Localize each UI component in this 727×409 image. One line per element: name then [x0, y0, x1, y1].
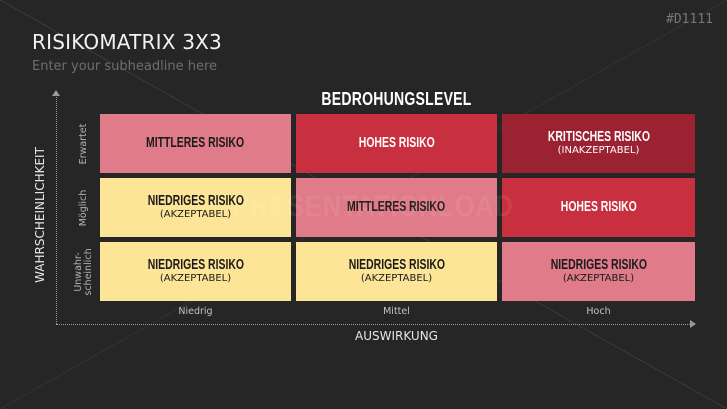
page-title: RISIKOMATRIX 3X3	[32, 30, 222, 54]
x-axis	[56, 324, 690, 325]
cell-sublabel: (AKZEPTABEL)	[562, 273, 635, 284]
subtitle: Enter your subheadline here	[32, 59, 217, 74]
cell-label: HOHES RISIKO	[358, 135, 435, 151]
x-axis-title: AUSWIRKUNG	[355, 329, 438, 343]
cell-moeglich-niedrig: NIEDRIGES RISIKO (AKZEPTABEL)	[100, 178, 291, 237]
col-label-hoch: Hoch	[586, 306, 611, 317]
row-label-line: Möglich	[78, 189, 89, 227]
cell-label: NIEDRIGES RISIKO	[147, 257, 244, 273]
cell-label: MITTLERES RISIKO	[146, 135, 245, 151]
row-label-moeglich: Möglich	[78, 178, 89, 238]
cell-moeglich-hoch: HOHES RISIKO	[502, 178, 695, 237]
cell-sublabel: (INAKZEPTABEL)	[557, 145, 640, 156]
cell-erwartet-hoch: KRITISCHES RISIKO (INAKZEPTABEL)	[502, 114, 695, 173]
row-label-line: Erwartet	[78, 123, 89, 165]
cell-label: HOHES RISIKO	[560, 199, 637, 215]
cell-label: KRITISCHES RISIKO	[547, 129, 650, 145]
y-axis	[56, 94, 57, 324]
cell-unwahrscheinlich-mittel: NIEDRIGES RISIKO (AKZEPTABEL)	[296, 242, 497, 301]
cell-erwartet-niedrig: MITTLERES RISIKO	[100, 114, 291, 173]
cell-unwahrscheinlich-hoch: NIEDRIGES RISIKO (AKZEPTABEL)	[502, 242, 695, 301]
matrix-header: BEDROHUNGSLEVEL	[321, 89, 472, 109]
cell-sublabel: (AKZEPTABEL)	[159, 273, 232, 284]
col-label-niedrig: Niedrig	[178, 306, 213, 317]
cell-label: NIEDRIGES RISIKO	[348, 257, 445, 273]
row-label-unwahrscheinlich: Unwahr- scheinlich	[73, 242, 94, 302]
cell-unwahrscheinlich-niedrig: NIEDRIGES RISIKO (AKZEPTABEL)	[100, 242, 291, 301]
col-label-mittel: Mittel	[383, 306, 410, 317]
cell-sublabel: (AKZEPTABEL)	[360, 273, 433, 284]
cell-sublabel: (AKZEPTABEL)	[159, 209, 232, 220]
cell-moeglich-mittel: MITTLERES RISIKO	[296, 178, 497, 237]
row-label-erwartet: Erwartet	[78, 114, 89, 174]
cell-label: NIEDRIGES RISIKO	[550, 257, 647, 273]
x-axis-arrow-icon	[690, 320, 696, 328]
row-label-line: scheinlich	[83, 248, 94, 296]
y-axis-title: WAHRSCHEINLICHKEIT	[33, 147, 47, 283]
y-axis-arrow-icon	[52, 90, 60, 96]
cell-label: MITTLERES RISIKO	[347, 199, 446, 215]
slide-id: #D1111	[666, 12, 713, 27]
cell-label: NIEDRIGES RISIKO	[147, 193, 244, 209]
cell-erwartet-mittel: HOHES RISIKO	[296, 114, 497, 173]
